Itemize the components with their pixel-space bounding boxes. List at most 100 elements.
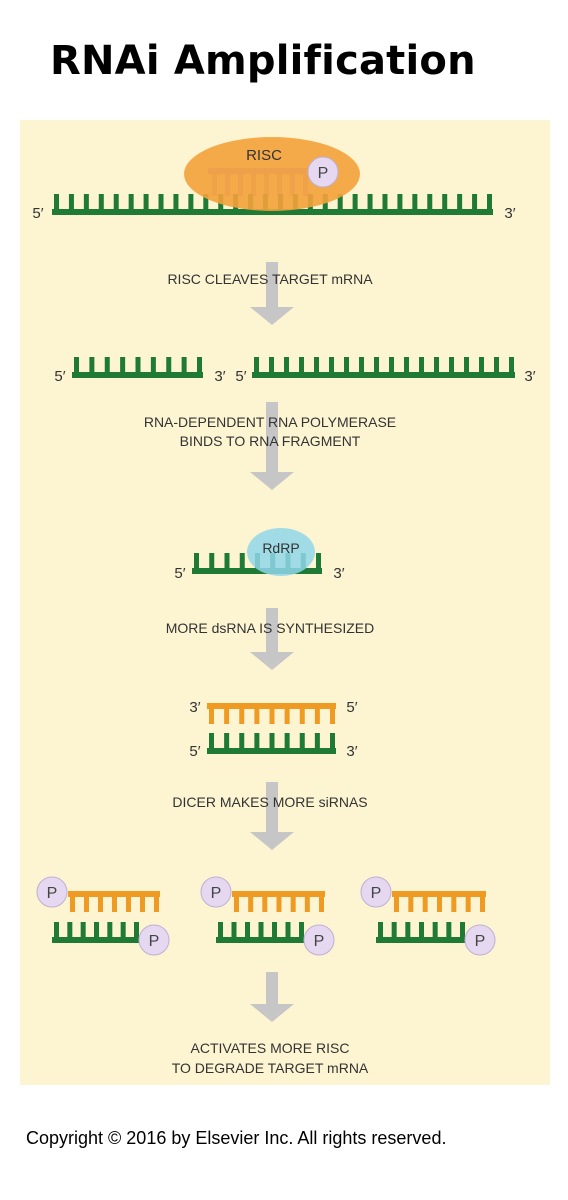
sirna-2-top-base <box>234 897 239 912</box>
sirna-3-bottom-base <box>405 922 411 937</box>
target-mrna-base <box>83 194 89 209</box>
sirna-1-top-base <box>126 897 131 912</box>
risc-phosphate-circle <box>307 156 339 188</box>
fragment-left-base <box>104 357 110 372</box>
sirna-2-bottom-base <box>299 922 304 937</box>
target-mrna-base <box>143 194 149 209</box>
sirna-3-top-base <box>394 897 399 912</box>
step-label-rdrp-line-2: BINDS TO RNA FRAGMENT <box>180 433 361 449</box>
sirna-3-bottom-base <box>460 922 465 937</box>
fragment-left-base <box>166 357 172 372</box>
target-mrna-base <box>337 194 343 209</box>
dsrna-template-strand-base <box>330 733 335 748</box>
target-mrna-base <box>457 194 463 209</box>
sirna-1-bottom-phosphate-label: P <box>149 933 160 950</box>
dsrna-new-strand-base <box>239 709 245 724</box>
rdrp-template-5-end: 5′ <box>174 565 185 582</box>
sirna-3-bottom-base <box>419 922 424 937</box>
rdrp-template-base <box>316 553 321 568</box>
sirna-1-top-base <box>98 897 103 912</box>
sirna-1-bottom-base <box>54 922 59 937</box>
sirna-3-bottom-base <box>378 922 383 937</box>
sirna-3-top-phosphate-label: P <box>371 885 382 902</box>
arrow-step-2-shaft <box>266 402 278 472</box>
target-mrna-base <box>487 194 492 209</box>
fragment-right-base <box>284 357 289 372</box>
target-mrna-base <box>412 194 418 209</box>
fragment-right-base <box>299 357 304 372</box>
sirna-1-bottom-phosphate-circle <box>138 924 170 956</box>
page-title: RNAi Amplification <box>50 38 476 84</box>
target-mrna-base <box>367 194 373 209</box>
arrow-step-1-head <box>250 307 294 325</box>
fragment-left-base <box>181 357 187 372</box>
target-mrna-base <box>203 194 209 209</box>
target-mrna-3-end: 3′ <box>504 205 515 222</box>
sirna-3-top-base <box>451 897 457 912</box>
fragment-right-base <box>254 357 259 372</box>
dsrna-new-strand-backbone <box>207 703 336 709</box>
sirna-2-bottom-phosphate-circle <box>303 924 335 956</box>
target-mrna-base <box>98 194 104 209</box>
step-label-dicer: DICER MAKES MORE siRNAS <box>172 794 367 810</box>
target-mrna-base <box>173 194 179 209</box>
sirna-3-bottom-base <box>446 922 452 937</box>
arrow-step-2-head <box>250 472 294 490</box>
fragment-left-base <box>150 357 156 372</box>
sirna-2-top-base <box>262 897 268 912</box>
dsrna-template-strand-base <box>209 733 214 748</box>
target-mrna-base <box>352 194 358 209</box>
strand-end-labels: 5′3′5′3′5′3′5′3′3′5′5′3′ <box>32 205 535 760</box>
fragment-left-5-end: 5′ <box>54 368 65 385</box>
rdrp-complex <box>247 528 315 576</box>
sirna-1-top-backbone <box>68 891 160 897</box>
sirna-1-top-base <box>112 897 117 912</box>
arrow-step-4-shaft <box>266 782 278 832</box>
rna-strands <box>52 168 515 943</box>
fragment-left-3-end: 3′ <box>214 368 225 385</box>
target-mrna-base <box>397 194 403 209</box>
fragment-right-base <box>374 357 379 372</box>
copyright-notice: Copyright © 2016 by Elsevier Inc. All ri… <box>26 1128 447 1148</box>
rdrp-template-base <box>239 553 245 568</box>
step-label-activates-risc-line-2: TO DEGRADE TARGET mRNA <box>172 1060 369 1076</box>
fragment-right-base <box>449 357 454 372</box>
fragment-right-backbone <box>252 372 515 378</box>
dsrna-new-5-end: 5′ <box>346 699 357 716</box>
target-mrna-base <box>188 194 194 209</box>
dsrna-template-strand-base <box>314 733 320 748</box>
sirna-2-bottom-base <box>285 922 291 937</box>
fragment-left-base <box>74 357 79 372</box>
sirna-2-bottom-base <box>231 922 237 937</box>
sirna-2-bottom-base <box>258 922 264 937</box>
fragment-right-5-end: 5′ <box>235 368 246 385</box>
dsrna-template-strand-base <box>299 733 305 748</box>
sirna-1-bottom-base <box>134 922 139 937</box>
step-label-activates-risc-line-1: ACTIVATES MORE RISC <box>191 1040 350 1056</box>
sirna-3-bottom-phosphate-label: P <box>475 933 486 950</box>
dsrna-new-strand-base <box>284 709 290 724</box>
sirna-2-top-base <box>290 897 296 912</box>
dsrna-new-strand-base <box>254 709 260 724</box>
sirna-3-top-base <box>437 897 442 912</box>
sirna-2-top-phosphate-circle <box>200 876 232 908</box>
dsrna-new-strand-base <box>224 709 230 724</box>
rdrp-template-3-end: 3′ <box>333 565 344 582</box>
fragment-left-base <box>135 357 141 372</box>
dsrna-new-3-end: 3′ <box>189 699 200 716</box>
dsrna-new-strand-base <box>299 709 305 724</box>
target-mrna-base <box>442 194 448 209</box>
target-mrna-base <box>113 194 119 209</box>
sirna-3-top-base <box>480 897 485 912</box>
arrow-step-5-head <box>250 1004 294 1022</box>
sirna-2-top-backbone <box>232 891 325 897</box>
dsrna-template-5-end: 5′ <box>189 743 200 760</box>
fragment-right-base <box>419 357 424 372</box>
rdrp-label: RdRP <box>262 540 299 556</box>
flow-arrows <box>250 262 294 1022</box>
fragment-right-base <box>494 357 499 372</box>
target-mrna-5-end: 5′ <box>32 205 43 222</box>
sirna-2-bottom-base <box>218 922 223 937</box>
fragment-right-base <box>434 357 439 372</box>
